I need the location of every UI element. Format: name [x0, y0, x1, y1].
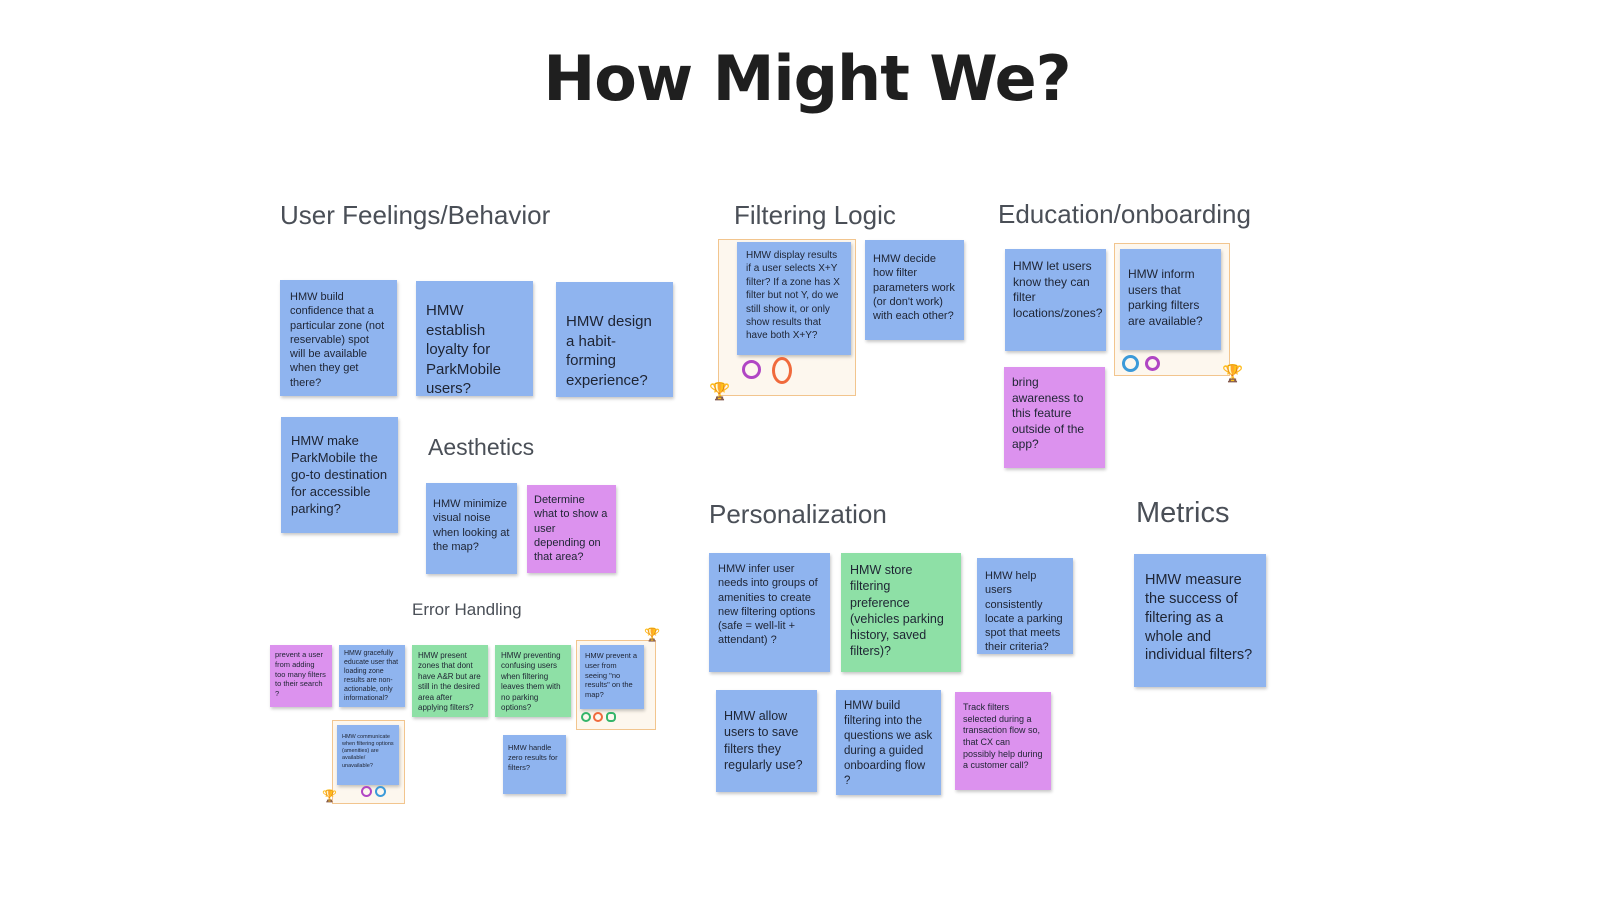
sticky-note[interactable]: HMW establish loyalty for ParkMobile use… [416, 281, 533, 396]
sticky-note[interactable]: HMW gracefully educate user that loading… [339, 645, 405, 707]
sticky-note[interactable]: prevent a user from adding too many filt… [270, 645, 332, 707]
sticky-note[interactable]: HMW preventing confusing users when filt… [495, 645, 571, 717]
vote-dot [581, 712, 591, 722]
sticky-note[interactable]: HMW help users consistently locate a par… [977, 558, 1073, 654]
sticky-note[interactable]: HMW display results if a user selects X+… [737, 242, 851, 355]
section-title-metrics: Metrics [1136, 497, 1230, 529]
sticky-note[interactable]: Determine what to show a user depending … [527, 485, 616, 573]
sticky-note[interactable]: HMW measure the success of filtering as … [1134, 554, 1266, 687]
sticky-note[interactable]: HMW let users know they can filter locat… [1005, 249, 1106, 351]
sticky-note[interactable]: HMW inform users that parking filters ar… [1120, 249, 1221, 350]
page-title: How Might We? [543, 42, 1071, 115]
trophy-icon: 🏆 [644, 627, 661, 642]
section-title-aesthetics: Aesthetics [428, 434, 535, 460]
vote-dot [772, 357, 792, 384]
sticky-note[interactable]: HMW build confidence that a particular z… [280, 280, 397, 396]
sticky-note[interactable]: HMW handle zero results for filters? [503, 735, 566, 794]
sticky-note[interactable]: HMW prevent a user from seeing "no resul… [580, 645, 644, 709]
sticky-note[interactable]: HMW store filtering preference (vehicles… [841, 553, 961, 672]
section-title-filtering-logic: Filtering Logic [734, 200, 896, 230]
section-title-personalization: Personalization [709, 499, 887, 529]
vote-dot [375, 786, 386, 797]
sticky-note[interactable]: HMW present zones that dont have A&R but… [412, 645, 488, 717]
vote-dot [593, 712, 603, 722]
section-title-education: Education/onboarding [998, 199, 1251, 229]
sticky-note[interactable]: HMW decide how filter parameters work (o… [865, 240, 964, 340]
vote-dot [742, 360, 761, 379]
sticky-note[interactable]: HMW communicate when filtering options (… [337, 725, 399, 785]
sticky-note[interactable]: HMW minimize visual noise when looking a… [426, 483, 517, 574]
sticky-note[interactable]: HMW make ParkMobile the go-to destinatio… [281, 417, 398, 533]
vote-dot [1122, 355, 1139, 372]
sticky-note[interactable]: HMW design a habit-forming experience? [556, 282, 673, 397]
section-title-error-handling: Error Handling [412, 600, 522, 619]
vote-dot [606, 712, 616, 722]
sticky-note[interactable]: HMW infer user needs into groups of amen… [709, 553, 830, 672]
section-title-user-feelings: User Feelings/Behavior [280, 200, 551, 230]
sticky-note[interactable]: Track filters selected during a transact… [955, 692, 1051, 790]
sticky-note[interactable]: HMW build filtering into the questions w… [836, 690, 941, 795]
sticky-note[interactable]: HMW allow users to save filters they reg… [716, 690, 817, 792]
vote-dot [1145, 356, 1160, 371]
trophy-icon: 🏆 [322, 789, 337, 803]
trophy-icon: 🏆 [709, 382, 731, 401]
vote-dot [361, 786, 372, 797]
sticky-note[interactable]: bring awareness to this feature outside … [1004, 367, 1105, 468]
trophy-icon: 🏆 [1222, 364, 1244, 383]
